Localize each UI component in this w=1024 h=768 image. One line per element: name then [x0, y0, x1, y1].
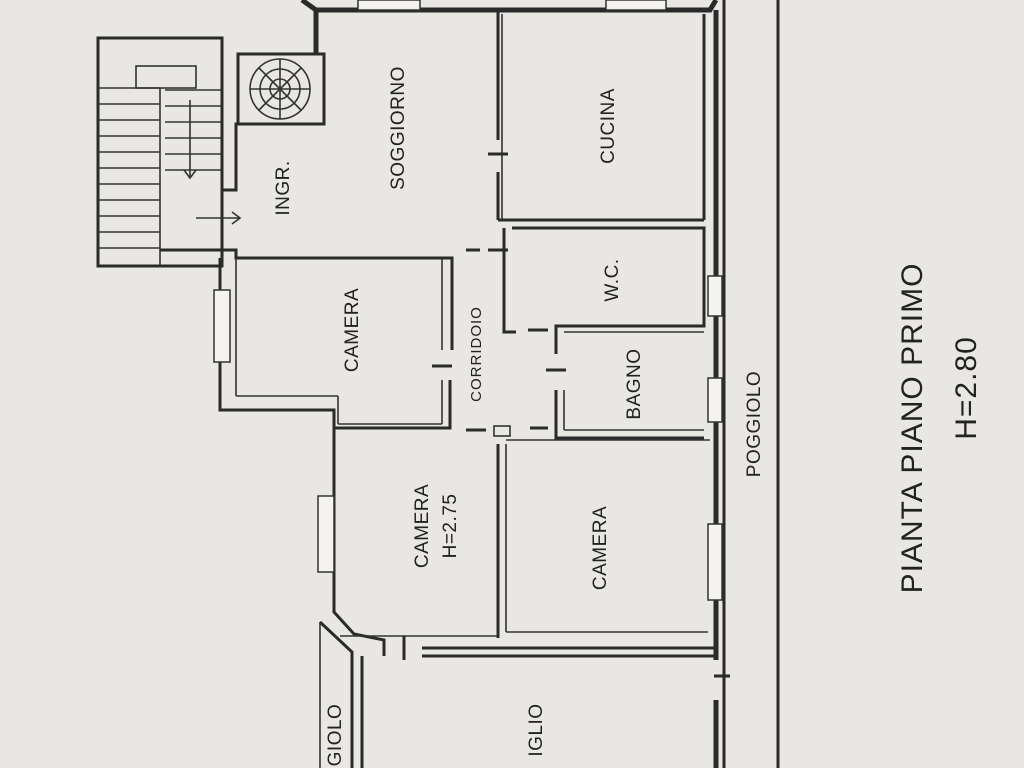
- room-label-camera-right: CAMERA: [590, 506, 611, 590]
- room-label-camera-left-height: H=2.75: [440, 494, 461, 559]
- windows: [213, 0, 723, 601]
- room-label-bagno: BAGNO: [624, 348, 645, 419]
- room-label-corridoio: CORRIDOIO: [468, 306, 485, 402]
- staircase: [96, 36, 242, 268]
- room-label-camera-left: CAMERA: [412, 484, 433, 568]
- room-labels: INGR. SOGGIORNO CUCINA CAMERA CORRIDOIO …: [273, 66, 765, 766]
- room-label-wc: W.C.: [602, 258, 623, 301]
- room-label-poggiolo-bottom: GIOLO: [325, 704, 346, 767]
- room-label-bottom: IGLIO: [526, 703, 547, 756]
- room-label-poggiolo-right: POGGIOLO: [744, 371, 765, 477]
- room-label-soggiorno: SOGGIORNO: [388, 66, 409, 190]
- boundary-lines: [722, 0, 780, 768]
- fan-icon: [236, 52, 326, 126]
- room-label-ingresso: INGR.: [273, 160, 294, 215]
- room-label-cucina: CUCINA: [598, 88, 619, 164]
- plan-title-line1: PIANTA PIANO PRIMO: [896, 263, 929, 594]
- room-label-camera-top: CAMERA: [342, 288, 363, 372]
- plan-title: PIANTA PIANO PRIMO H=2.80: [896, 263, 983, 594]
- plan-title-line2: H=2.80: [950, 336, 983, 440]
